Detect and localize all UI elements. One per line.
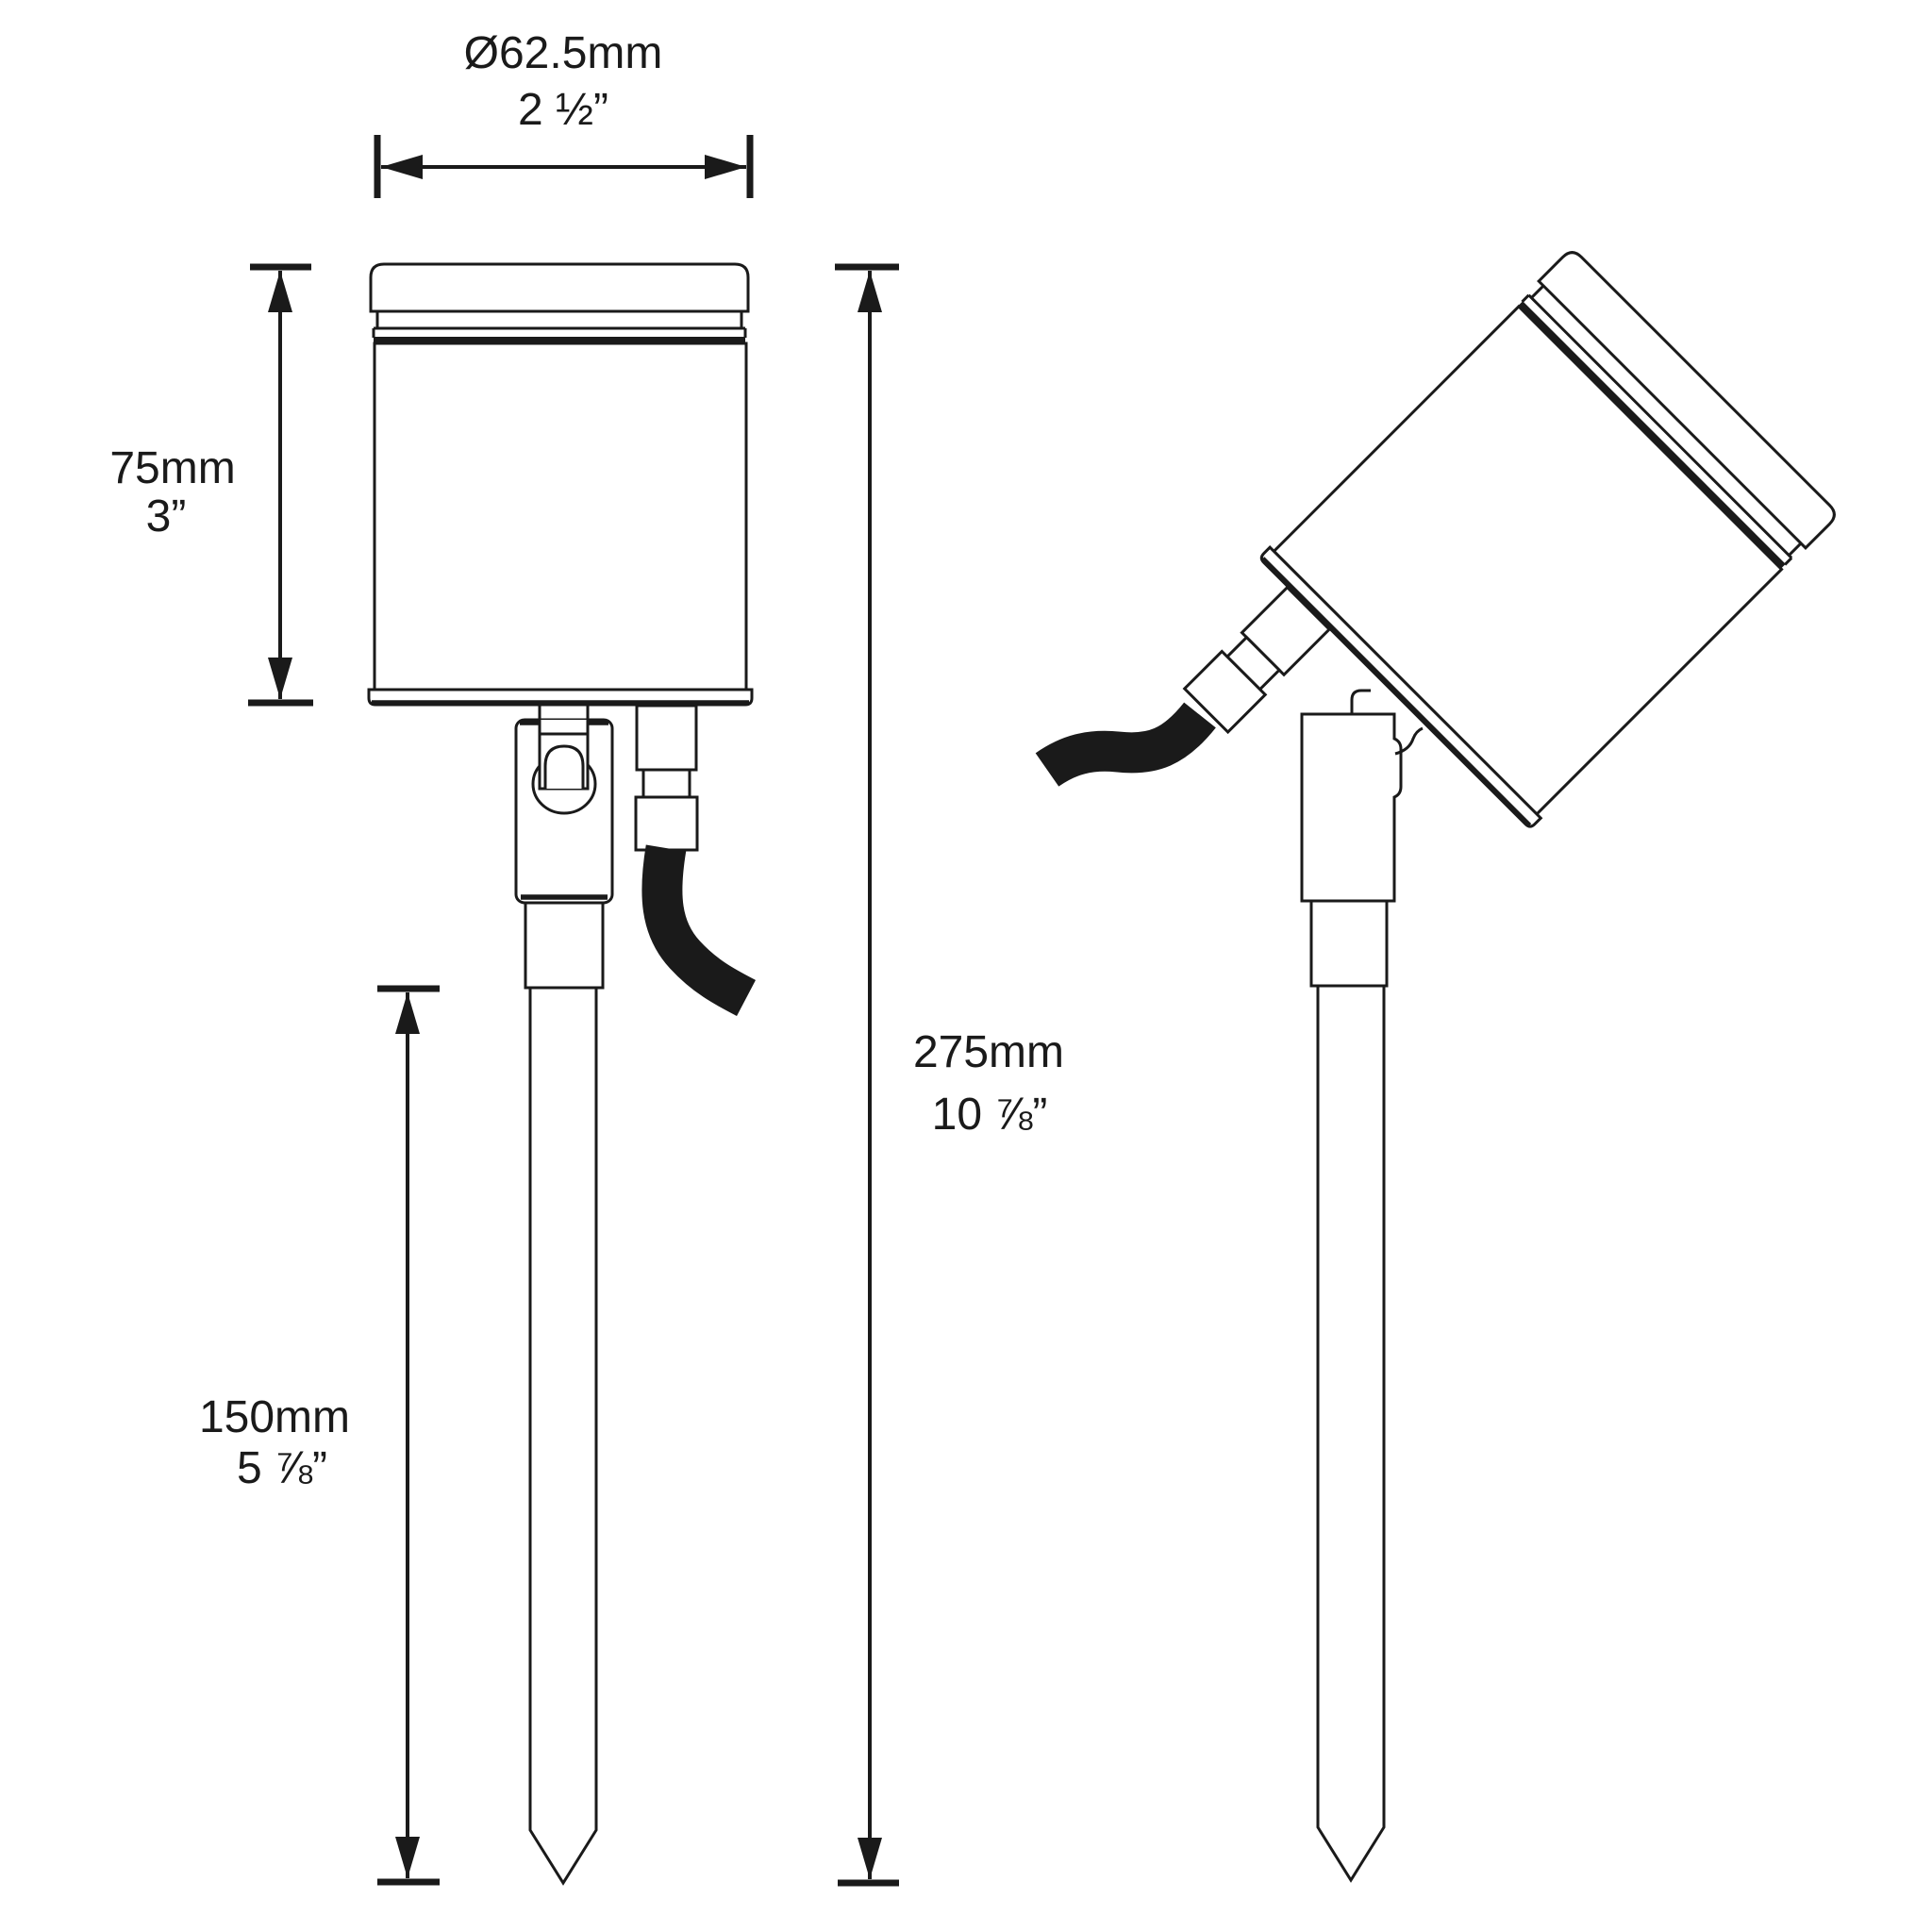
side-view: [1035, 246, 1841, 1883]
spike-sleeve-side: [1309, 899, 1389, 988]
spike-length-metric-label: 150mm: [199, 1392, 350, 1442]
dimension-head-height: 75mm 3”: [109, 263, 313, 707]
overall-height-metric-label: 275mm: [913, 1027, 1064, 1077]
dimension-diameter: Ø62.5mm 2 ½”: [374, 28, 754, 198]
head-height-metric-label: 75mm: [109, 443, 235, 493]
diameter-imperial-label: 2 ½”: [518, 85, 608, 135]
lamp-head-front: [369, 264, 752, 705]
head-height-imperial-label: 3”: [146, 491, 187, 541]
cable-gland-front: [634, 704, 699, 852]
spike-sleeve-front: [524, 901, 605, 990]
ground-spike-front: [528, 986, 598, 1886]
power-cable-front: [641, 844, 756, 1017]
front-view: [369, 264, 756, 1886]
spike-length-imperial-label: 5 ⅞”: [237, 1443, 327, 1493]
bracket-edge-detail: [1350, 689, 1371, 714]
cable-gland-side: [1182, 585, 1332, 735]
dimension-overall-height: 275mm 10 ⅞”: [835, 263, 1064, 1887]
diameter-metric-label: Ø62.5mm: [464, 28, 663, 78]
dimension-spike-length: 150mm 5 ⅞”: [199, 985, 440, 1886]
bracket-edge-detail: [1394, 726, 1424, 756]
overall-height-imperial-label: 10 ⅞”: [932, 1090, 1048, 1140]
power-cable-side: [1035, 702, 1216, 787]
pivot-slot: [543, 744, 585, 789]
ground-spike-side: [1316, 984, 1386, 1883]
mounting-bracket-front: [514, 703, 614, 905]
mounting-stem-side: [1300, 712, 1403, 903]
